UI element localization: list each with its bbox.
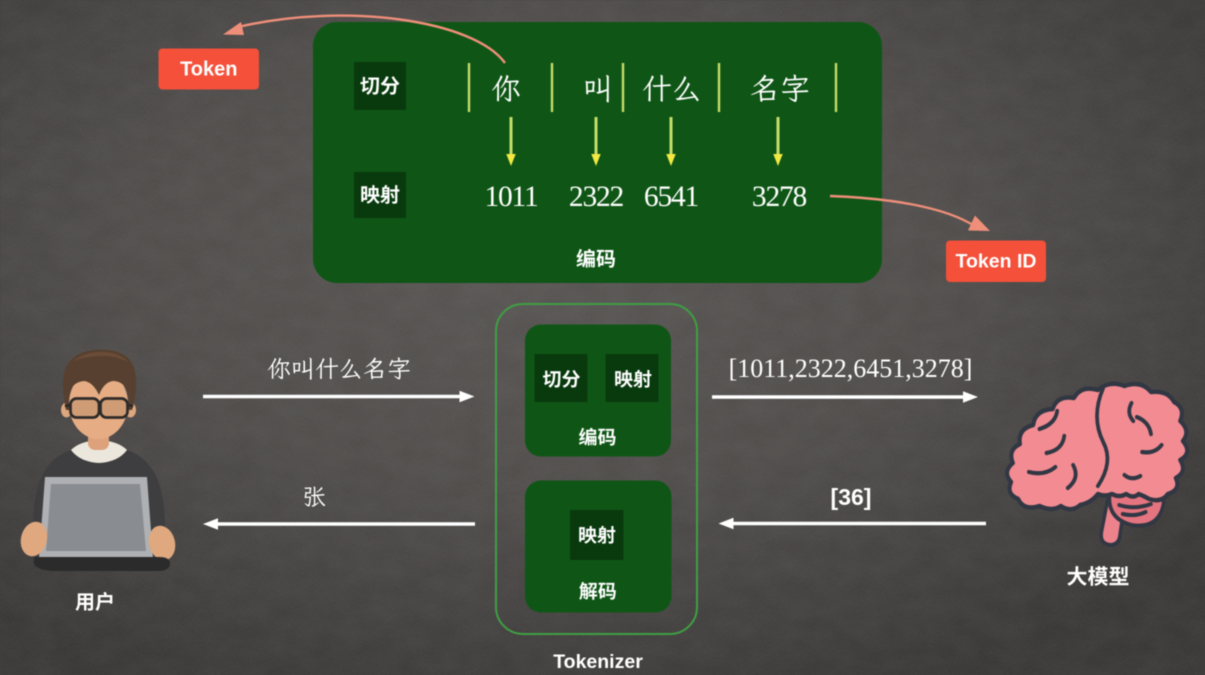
svg-text:[1011,2322,6451,3278]: [1011,2322,6451,3278] bbox=[729, 354, 973, 383]
svg-text:1011: 1011 bbox=[484, 181, 537, 213]
svg-text:Token: Token bbox=[180, 59, 237, 81]
svg-text:[36]: [36] bbox=[831, 484, 872, 510]
svg-text:Tokenizer: Tokenizer bbox=[553, 651, 643, 673]
svg-text:2322: 2322 bbox=[569, 181, 624, 213]
svg-text:3278: 3278 bbox=[752, 181, 807, 213]
svg-text:6541: 6541 bbox=[644, 181, 698, 213]
svg-text:Token ID: Token ID bbox=[956, 251, 1037, 273]
